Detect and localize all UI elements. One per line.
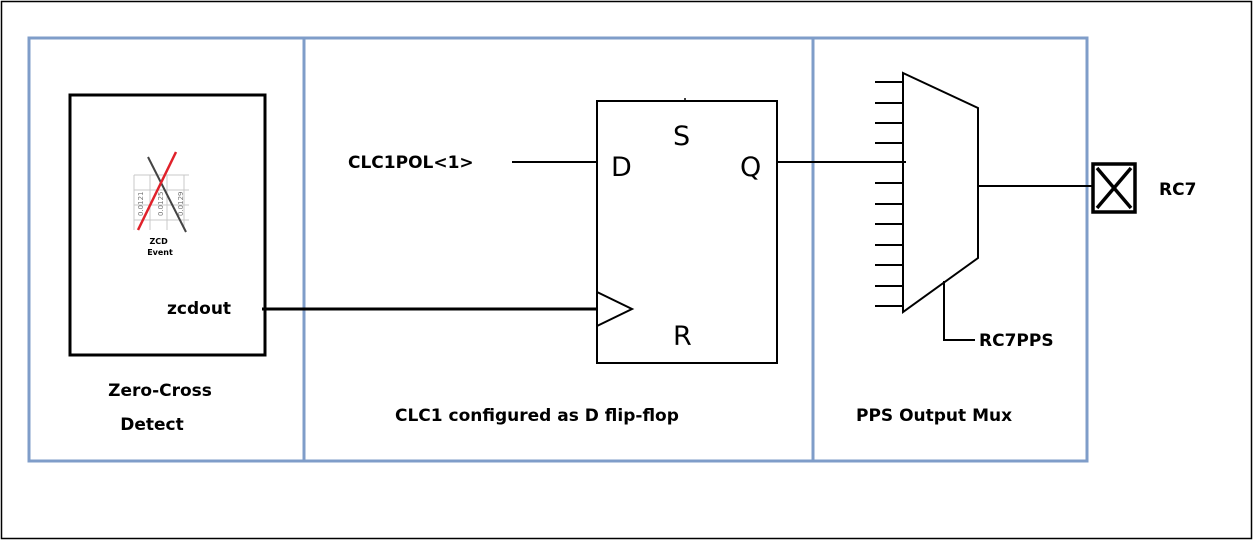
zcd-signal-line	[147, 156, 187, 233]
zcd-section-caption: Zero-Cross Detect	[108, 381, 218, 435]
d-flipflop	[596, 100, 778, 364]
pin-q: Q	[740, 152, 761, 183]
pin-d: D	[611, 152, 632, 183]
mux-select-label: RC7PPS	[979, 331, 1054, 351]
zcd-block	[68, 93, 267, 357]
pin-r: R	[673, 321, 692, 352]
pin-s: S	[673, 121, 690, 152]
mux-input-stubs	[875, 81, 903, 307]
mux-select-wire	[943, 281, 975, 341]
section-frames	[27, 36, 1089, 463]
pin-cross-2	[1095, 166, 1133, 210]
output-pin-label: RC7	[1159, 180, 1196, 200]
sections-border	[27, 36, 1089, 463]
zcd-output-label: zcdout	[167, 299, 231, 319]
d-input-label: CLC1POL<1>	[348, 153, 474, 173]
zcd-icon-label: ZCD Event	[147, 237, 173, 257]
zcd-threshold-line	[136, 151, 178, 231]
clock-input-triangle	[596, 291, 635, 327]
pps-section-caption: PPS Output Mux	[856, 406, 1012, 426]
zcd-icon-tick-2: 0.0125	[157, 192, 165, 217]
pps-mux	[902, 71, 979, 314]
zcd-icon-tick-3: 0.0129	[177, 192, 185, 217]
zcd-icon-tick-1: 0.0121	[137, 192, 145, 217]
clc-section-caption: CLC1 configured as D flip-flop	[395, 406, 679, 426]
zcd-event-icon: 0.0121 0.0125 0.0129 ZCD Event	[133, 151, 189, 257]
